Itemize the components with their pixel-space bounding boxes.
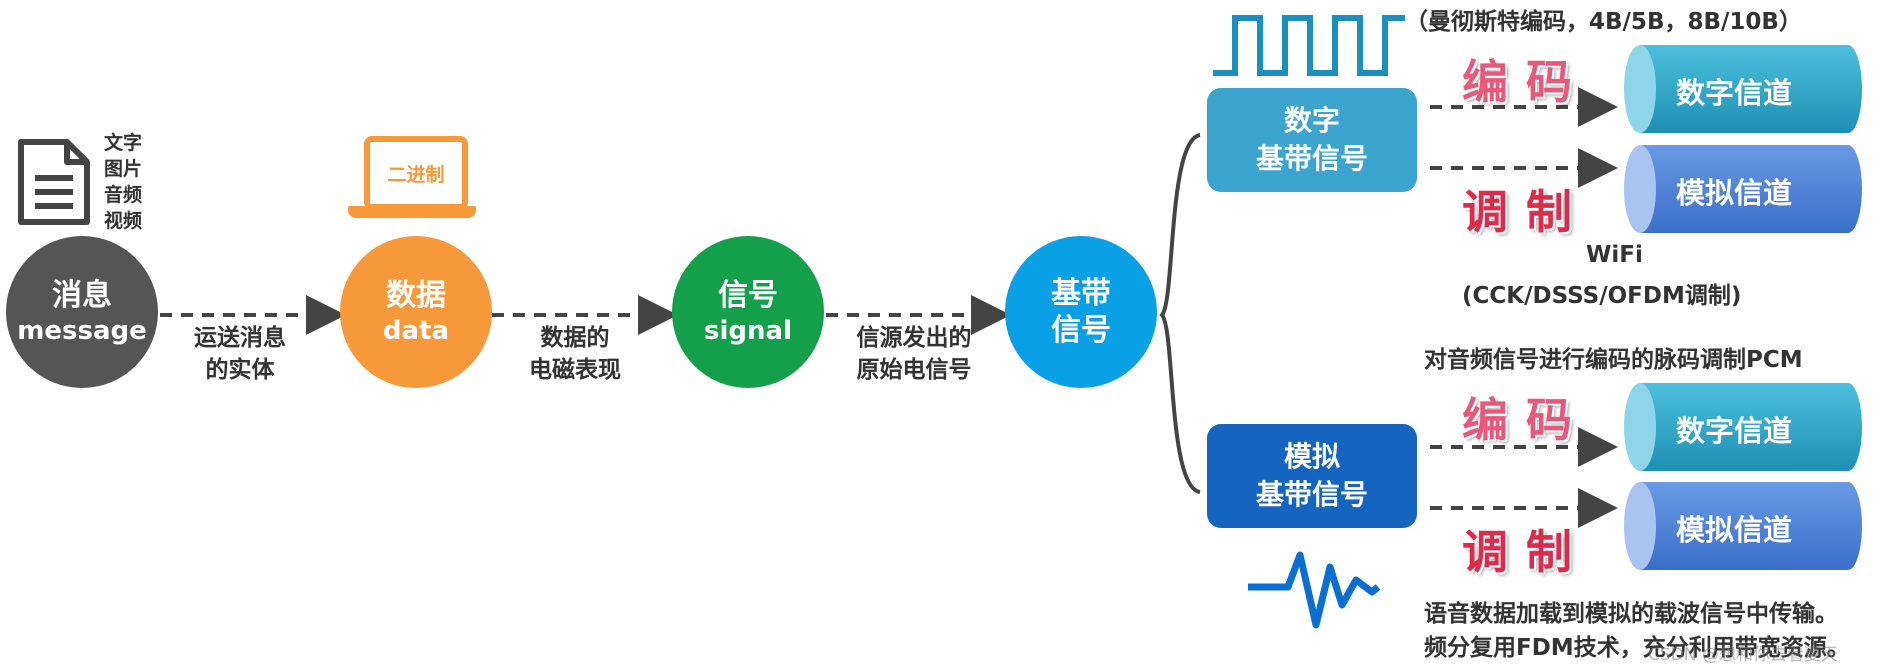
analog-baseband-line1: 模拟: [1283, 440, 1340, 474]
media-type-image: 图片: [104, 158, 143, 180]
node-signal-en: signal: [704, 315, 792, 346]
edge-label-line: 的实体: [205, 357, 275, 384]
channel-label-analog-1: 模拟信道: [1676, 176, 1793, 210]
edge-label-line: 运送消息: [194, 325, 286, 351]
digital-baseband-line2: 基带信号: [1255, 142, 1368, 175]
note-analog-line2: 频分复用FDM技术，充分利用带宽资源。: [1424, 635, 1850, 661]
cylinder-analog-2: [1624, 482, 1862, 570]
edge-label-line: 信源发出的: [856, 325, 972, 351]
channel-label-analog-2: 模拟信道: [1676, 513, 1793, 547]
node-message-en: message: [17, 315, 147, 346]
cylinder-digital-2: [1624, 383, 1862, 471]
media-type-video: 视频: [104, 210, 143, 232]
action-encode-digital: 编码: [1462, 55, 1590, 109]
node-signal-cn: 信号: [718, 278, 778, 313]
node-message: 消息 message: [6, 236, 158, 388]
channel-label-digital-1: 数字信道: [1676, 76, 1793, 110]
note-wifi: WiFi: [1586, 242, 1643, 268]
square-wave-icon: [1213, 15, 1405, 76]
edge-label-line: 原始电信号: [856, 357, 972, 384]
document-icon: [17, 138, 91, 226]
note-wifi-modulation: (CCK/DSSS/OFDM调制): [1462, 283, 1742, 309]
node-data: 数据 data: [340, 236, 492, 388]
channel-label-digital-2: 数字信道: [1676, 414, 1793, 448]
media-type-audio: 音频: [104, 184, 143, 206]
media-type-text: 文字: [104, 132, 143, 154]
node-baseband-line1: 基带: [1051, 275, 1111, 311]
laptop-icon: 二进制: [348, 136, 476, 220]
node-baseband: 基带 信号: [1005, 236, 1157, 388]
note-digital-encodings: （曼彻斯特编码，4B/5B，8B/10B）: [1405, 9, 1802, 35]
laptop-screen-label: 二进制: [387, 163, 445, 186]
node-data-cn: 数据: [386, 278, 446, 313]
analog-wave-icon: [1248, 551, 1381, 629]
action-modulate-analog: 调制: [1462, 525, 1590, 579]
cylinder-analog-1: [1624, 145, 1862, 233]
note-pcm: 对音频信号进行编码的脉码调制PCM: [1424, 347, 1803, 373]
media-type-list: 文字 图片 音频 视频: [104, 130, 142, 234]
node-signal: 信号 signal: [672, 236, 824, 388]
note-analog-line1: 语音数据加载到模拟的载波信号中传输。: [1424, 601, 1838, 627]
action-encode-analog: 编码: [1462, 393, 1590, 447]
node-message-cn: 消息: [52, 278, 112, 313]
watermark: CSDN @想和你去看夏天: [1648, 645, 1838, 665]
action-modulate-digital: 调制: [1462, 185, 1590, 239]
analog-baseband-box: 模拟 基带信号: [1207, 424, 1417, 528]
digital-baseband-box: 数字 基带信号: [1207, 88, 1417, 192]
cylinder-digital-1: [1624, 45, 1862, 133]
digital-baseband-line1: 数字: [1283, 104, 1340, 138]
edge-label-line: 电磁表现: [529, 357, 621, 384]
edge-label-data-signal: 数据的 电磁表现: [505, 322, 645, 386]
node-data-en: data: [382, 315, 450, 346]
node-baseband-line2: 信号: [1051, 313, 1111, 348]
edge-label-signal-baseband: 信源发出的 原始电信号: [834, 322, 994, 386]
analog-baseband-line2: 基带信号: [1255, 478, 1368, 511]
edge-label-message-data: 运送消息 的实体: [170, 322, 310, 386]
edge-label-line: 数据的: [540, 325, 610, 351]
branch-brace: [1159, 133, 1201, 494]
